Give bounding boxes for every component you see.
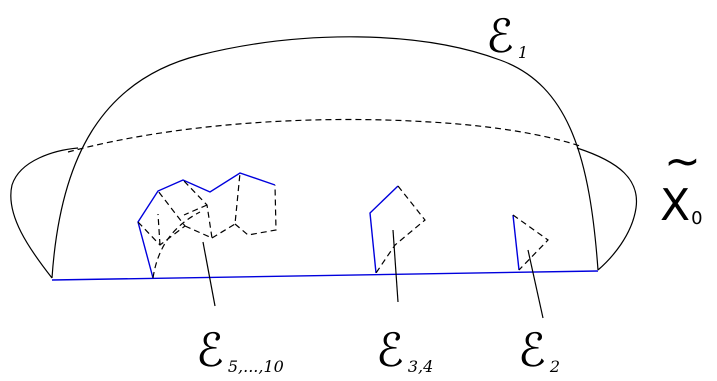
dome-back-rim <box>67 118 581 153</box>
e2-dashed <box>512 214 549 271</box>
x0-symbol: X0 <box>660 180 703 231</box>
label-x0: ~ X0 <box>660 136 703 231</box>
leader-e2 <box>527 249 544 319</box>
curve-chain-e5-e10 <box>137 172 277 279</box>
dome-outline-e1 <box>51 36 599 279</box>
curve-e2 <box>512 214 549 271</box>
leader-e34 <box>392 229 399 303</box>
e2-blue <box>512 214 520 271</box>
e34-blue <box>369 185 399 274</box>
e34-dashed <box>375 185 426 274</box>
right-wing-outline <box>576 147 638 271</box>
x0-tilde: ~ <box>664 136 701 187</box>
leader-e5-e10 <box>202 241 216 307</box>
curve-e3-e4 <box>369 185 426 274</box>
chain-dashed-squares <box>137 172 277 246</box>
left-wing-outline <box>10 147 79 279</box>
base-line <box>51 270 599 281</box>
